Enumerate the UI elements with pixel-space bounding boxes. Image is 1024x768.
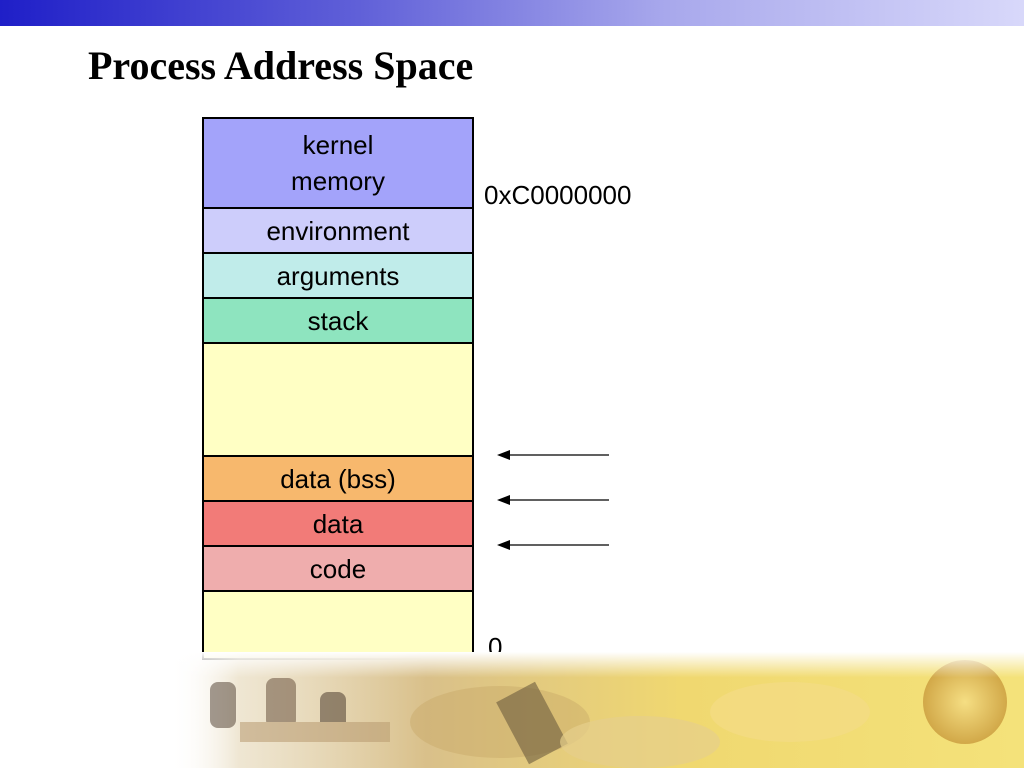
arrow-data — [497, 495, 609, 505]
segment-environment: environment — [204, 209, 472, 254]
segment-reserved-low — [204, 592, 472, 658]
memory-stack: kernel memory environment arguments stac… — [202, 117, 474, 660]
arrow-code — [497, 540, 609, 550]
footer-photo-collage — [170, 652, 1024, 768]
segment-arguments: arguments — [204, 254, 472, 299]
slide-title: Process Address Space — [88, 43, 474, 88]
segment-free-space — [204, 344, 472, 457]
arrow-data-bss — [497, 450, 609, 460]
segment-kernel-memory: kernel memory — [204, 119, 472, 209]
segment-stack: stack — [204, 299, 472, 344]
segment-data: data — [204, 502, 472, 547]
segment-code: code — [204, 547, 472, 592]
address-kernel-boundary: 0xC0000000 — [484, 180, 632, 210]
segment-data-bss: data (bss) — [204, 457, 472, 502]
title-bar — [0, 0, 1024, 26]
